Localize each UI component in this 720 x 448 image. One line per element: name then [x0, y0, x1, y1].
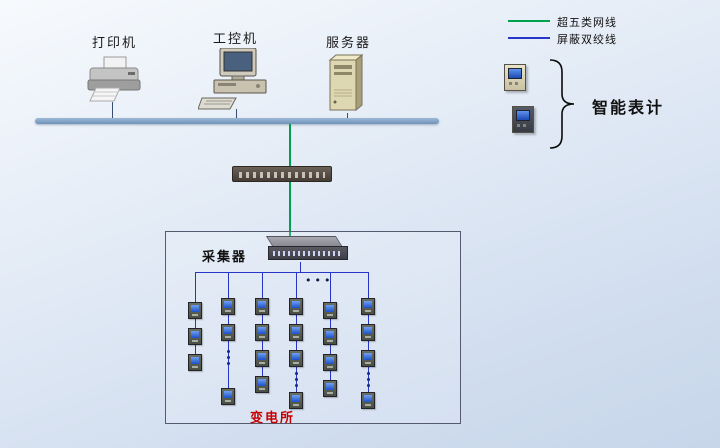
ellipsis-dots [367, 372, 370, 390]
brace-icon [549, 59, 575, 149]
printer-icon [87, 56, 141, 102]
meter-screen [258, 353, 266, 360]
meter-screen [224, 301, 232, 308]
meter-icon [323, 380, 337, 397]
meter-icon [361, 324, 375, 341]
meter-icon [188, 328, 202, 345]
industrial-pc-label: 工控机 [213, 32, 259, 47]
meter-bus-header-line [195, 272, 369, 273]
industrial-pc-bus-connector [236, 109, 237, 118]
meter-screen [326, 331, 334, 338]
meter-icon [323, 302, 337, 319]
meter-screen [292, 395, 300, 402]
meter-screen [191, 357, 199, 364]
meter-icon [361, 350, 375, 367]
printer-label: 打印机 [92, 36, 138, 51]
meter-icon [289, 350, 303, 367]
meter-icon [323, 354, 337, 371]
printer-bus-connector [112, 102, 113, 118]
meter-screen [364, 395, 372, 402]
server-label: 服务器 [326, 36, 372, 51]
legend-stp-line [508, 37, 550, 39]
meter-screen [224, 327, 232, 334]
meter-icon [255, 324, 269, 341]
cat5e-line-switch-to-collector [289, 182, 291, 238]
meter-keys [509, 82, 521, 85]
meter-screen [191, 331, 199, 338]
meter-icon [221, 324, 235, 341]
meter-icon [255, 376, 269, 393]
meter-icon [221, 298, 235, 315]
meter-icon [255, 350, 269, 367]
meter-screen [258, 301, 266, 308]
server-icon [328, 53, 364, 112]
switch-ports [239, 172, 325, 178]
meter-screen [292, 353, 300, 360]
server-bus-connector [347, 113, 348, 118]
collector-drop-line [300, 262, 301, 272]
meter-icon [361, 392, 375, 409]
meter-screen [258, 327, 266, 334]
meter-screen [326, 383, 334, 390]
ellipsis-dots [295, 372, 298, 390]
industrial-pc-icon [198, 48, 267, 110]
collector-front-face [268, 246, 348, 260]
meter-icon [289, 298, 303, 315]
smart-meters-label: 智能表计 [592, 98, 665, 117]
meter-icon [289, 324, 303, 341]
legend-stp-label: 屏蔽双绞线 [557, 33, 617, 46]
meter-icon [188, 302, 202, 319]
cat5e-line-bus-to-switch [289, 124, 291, 167]
meter-screen [364, 353, 372, 360]
ethernet-switch-icon [232, 166, 332, 182]
meter-screen [292, 301, 300, 308]
smart-meter-icon-2 [512, 106, 534, 133]
legend-cat5e-line [508, 20, 550, 22]
substation-label: 变电所 [250, 411, 296, 426]
legend-cat5e-label: 超五类网线 [557, 16, 617, 29]
meter-icon [255, 298, 269, 315]
more-columns-dots: ••• [305, 274, 334, 287]
collector-ports [273, 251, 343, 256]
collector-label: 采集器 [202, 250, 248, 265]
meter-icon [221, 388, 235, 405]
meter-bus-line [195, 272, 196, 366]
meter-screen [326, 357, 334, 364]
meter-screen [516, 110, 530, 121]
meter-icon [188, 354, 202, 371]
collector-icon [265, 236, 348, 262]
substation-box [165, 231, 461, 424]
meter-icon [289, 392, 303, 409]
meter-keys [517, 124, 529, 127]
meter-screen [326, 305, 334, 312]
meter-screen [191, 305, 199, 312]
meter-icon [323, 328, 337, 345]
smart-meter-icon-1 [504, 64, 526, 91]
meter-screen [508, 68, 522, 79]
meter-screen [364, 301, 372, 308]
network-bus [35, 118, 439, 124]
meter-screen [292, 327, 300, 334]
ellipsis-dots [227, 350, 230, 368]
meter-screen [258, 379, 266, 386]
meter-screen [224, 391, 232, 398]
meter-icon [361, 298, 375, 315]
meter-screen [364, 327, 372, 334]
